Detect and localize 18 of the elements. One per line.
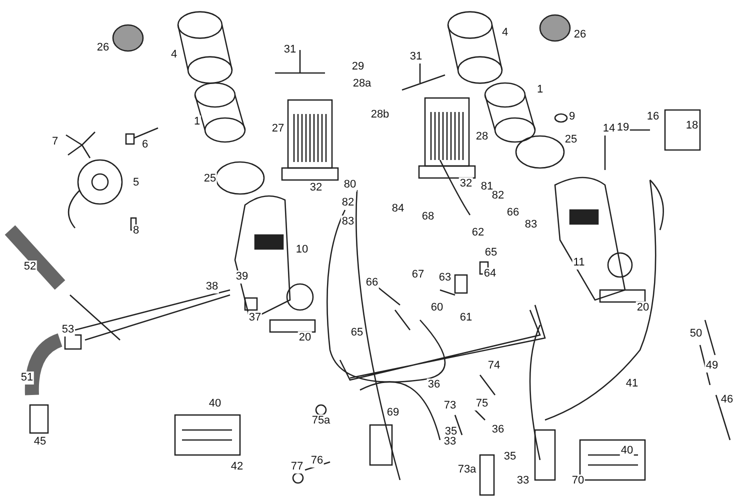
callout-number: 11 (572, 256, 586, 270)
callout-number: 20 (636, 302, 650, 314)
callout-number: 46 (720, 394, 734, 406)
callout-number: 66 (364, 276, 380, 290)
callout-number: 31 (408, 50, 424, 64)
callout-number: 14 (602, 122, 616, 136)
callout-number: 77 (290, 460, 304, 474)
callout-number: 53 (60, 324, 76, 336)
callout-number: 49 (704, 360, 720, 372)
callout-number: 40 (620, 444, 634, 458)
callout-number: 51 (20, 372, 34, 384)
callout-number: 75 (474, 398, 490, 410)
callout-number: 39 (234, 270, 250, 284)
callout-number: 52 (22, 260, 38, 274)
callout-number: 25 (202, 172, 218, 186)
callout-number: 76 (310, 454, 324, 468)
callout-number: 38 (204, 280, 220, 294)
callout-number: 80 (342, 178, 358, 192)
